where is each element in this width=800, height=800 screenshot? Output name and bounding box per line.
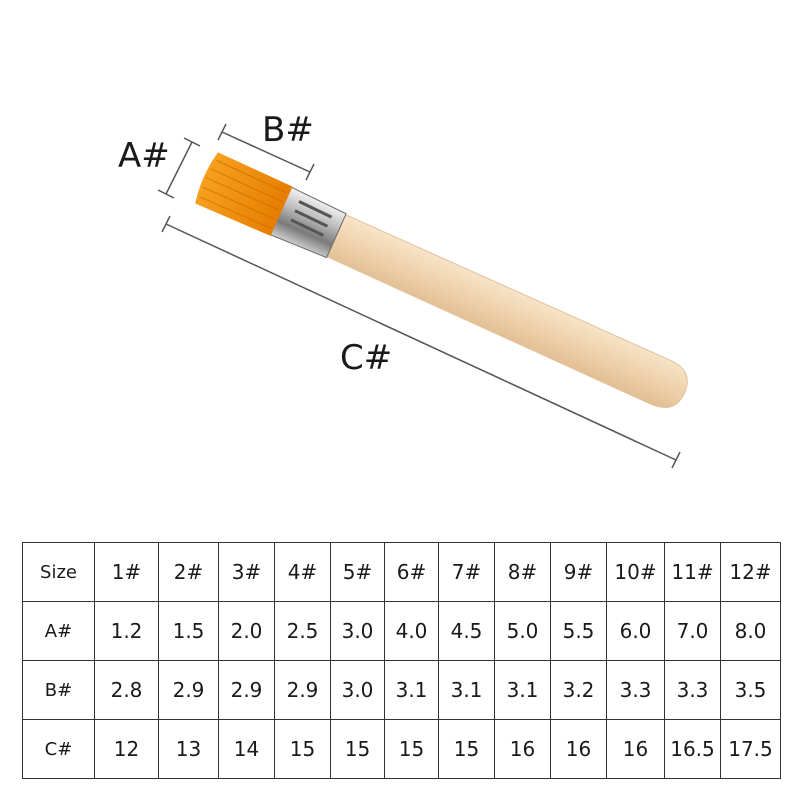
table-cell: 2.5 bbox=[274, 601, 331, 661]
table-cell: 3.5 bbox=[720, 660, 781, 720]
table-cell: 1# bbox=[94, 542, 159, 602]
dimension-b-label: B# bbox=[262, 110, 314, 150]
table-cell: 13 bbox=[158, 719, 219, 779]
table-cell: 3.0 bbox=[330, 660, 385, 720]
table-cell: 3.1 bbox=[438, 660, 495, 720]
table-cell: 12 bbox=[94, 719, 159, 779]
table-cell: 3.1 bbox=[494, 660, 551, 720]
table-cell: 12# bbox=[720, 542, 781, 602]
table-cell: 5.0 bbox=[494, 601, 551, 661]
table-cell: 2.9 bbox=[274, 660, 331, 720]
table-row-header: B# bbox=[22, 660, 95, 720]
table-cell: 3.2 bbox=[550, 660, 607, 720]
table-cell: 16.5 bbox=[664, 719, 721, 779]
table-cell: 10# bbox=[606, 542, 665, 602]
table-cell: 11# bbox=[664, 542, 721, 602]
table-cell: 3# bbox=[218, 542, 275, 602]
table-cell: 2# bbox=[158, 542, 219, 602]
table-row-header: Size bbox=[22, 542, 95, 602]
table-cell: 8.0 bbox=[720, 601, 781, 661]
dimension-c-label: C# bbox=[340, 338, 393, 378]
table-cell: 4# bbox=[274, 542, 331, 602]
table-cell: 17.5 bbox=[720, 719, 781, 779]
table-cell: 3.1 bbox=[384, 660, 439, 720]
table-cell: 8# bbox=[494, 542, 551, 602]
table-cell: 4.0 bbox=[384, 601, 439, 661]
table-cell: 6# bbox=[384, 542, 439, 602]
table-cell: 15 bbox=[330, 719, 385, 779]
table-cell: 2.9 bbox=[158, 660, 219, 720]
table-cell: 16 bbox=[550, 719, 607, 779]
brush-illustration bbox=[157, 123, 688, 469]
table-cell: 3.0 bbox=[330, 601, 385, 661]
table-cell: 15 bbox=[438, 719, 495, 779]
table-row-header: C# bbox=[22, 719, 95, 779]
table-cell: 14 bbox=[218, 719, 275, 779]
table-cell: 9# bbox=[550, 542, 607, 602]
table-cell: 5.5 bbox=[550, 601, 607, 661]
table-cell: 2.8 bbox=[94, 660, 159, 720]
table-cell: 15 bbox=[384, 719, 439, 779]
table-cell: 16 bbox=[494, 719, 551, 779]
dimension-lines bbox=[157, 123, 681, 469]
table-row-header: A# bbox=[22, 601, 95, 661]
dimension-a-line bbox=[165, 141, 193, 195]
table-cell: 3.3 bbox=[664, 660, 721, 720]
dimension-b-line bbox=[221, 131, 311, 173]
table-cell: 2.0 bbox=[218, 601, 275, 661]
table-cell: 4.5 bbox=[438, 601, 495, 661]
table-cell: 7# bbox=[438, 542, 495, 602]
table-cell: 1.2 bbox=[94, 601, 159, 661]
table-cell: 15 bbox=[274, 719, 331, 779]
table-cell: 5# bbox=[330, 542, 385, 602]
table-cell: 1.5 bbox=[158, 601, 219, 661]
dimension-a-label: A# bbox=[118, 136, 170, 176]
table-cell: 7.0 bbox=[664, 601, 721, 661]
table-cell: 2.9 bbox=[218, 660, 275, 720]
dimension-c-line bbox=[165, 223, 677, 461]
table-cell: 6.0 bbox=[606, 601, 665, 661]
table-cell: 3.3 bbox=[606, 660, 665, 720]
brush-handle bbox=[322, 212, 688, 408]
table-cell: 16 bbox=[606, 719, 665, 779]
